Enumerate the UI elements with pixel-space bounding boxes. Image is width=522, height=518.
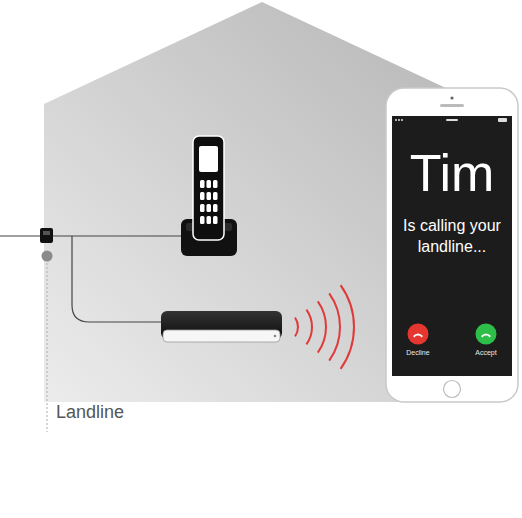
wall-jack-slot xyxy=(43,231,50,235)
keypad-key xyxy=(200,180,205,188)
handset-glyph xyxy=(413,334,423,338)
keypad-key xyxy=(207,216,212,224)
landline-label: Landline xyxy=(56,402,124,423)
radio-wave xyxy=(318,301,326,352)
caller-name: Tim xyxy=(396,146,508,201)
call-button-icon xyxy=(475,323,497,345)
accept-button: Accept xyxy=(464,323,508,357)
phone-screen-panel: Tim Is calling your landline... Decline Acc… xyxy=(392,116,512,376)
keypad-key xyxy=(213,192,218,200)
decline-button: Decline xyxy=(396,323,440,357)
keypad-key xyxy=(207,180,212,188)
keypad-key xyxy=(200,192,205,200)
hub-box-front xyxy=(163,330,280,342)
keypad-key xyxy=(213,204,218,212)
call-message: Is calling your landline... xyxy=(396,215,508,258)
landline-wire xyxy=(0,235,42,236)
handset-glyph xyxy=(481,334,491,338)
status-bar xyxy=(395,118,507,122)
wall-jack xyxy=(40,228,53,243)
handset-screen xyxy=(199,146,218,172)
call-button-icon xyxy=(407,323,429,345)
keypad-key xyxy=(213,216,218,224)
keypad-key xyxy=(200,216,205,224)
radio-wave xyxy=(295,318,298,337)
handset-keypad xyxy=(200,180,218,224)
keypad-key xyxy=(213,180,218,188)
landline-leader xyxy=(46,263,47,432)
hub-led xyxy=(274,335,277,338)
smartphone-speaker xyxy=(440,104,464,107)
button-label: Accept xyxy=(464,349,508,357)
radio-wave xyxy=(306,310,312,345)
radio-wave xyxy=(329,293,340,360)
button-circle xyxy=(476,324,497,345)
keypad-key xyxy=(200,204,205,212)
home-button xyxy=(444,381,461,398)
keypad-key xyxy=(207,192,212,200)
radio-wave xyxy=(341,285,354,369)
box-wire xyxy=(72,236,162,322)
radio-waves xyxy=(295,285,354,369)
smartphone-camera xyxy=(450,96,453,99)
landline-dot xyxy=(42,251,53,262)
smartphone-screen xyxy=(392,116,512,376)
handset xyxy=(193,136,224,240)
button-circle xyxy=(408,324,429,345)
smartphone-body xyxy=(386,88,518,402)
button-label: Decline xyxy=(396,349,440,357)
keypad-key xyxy=(207,204,212,212)
